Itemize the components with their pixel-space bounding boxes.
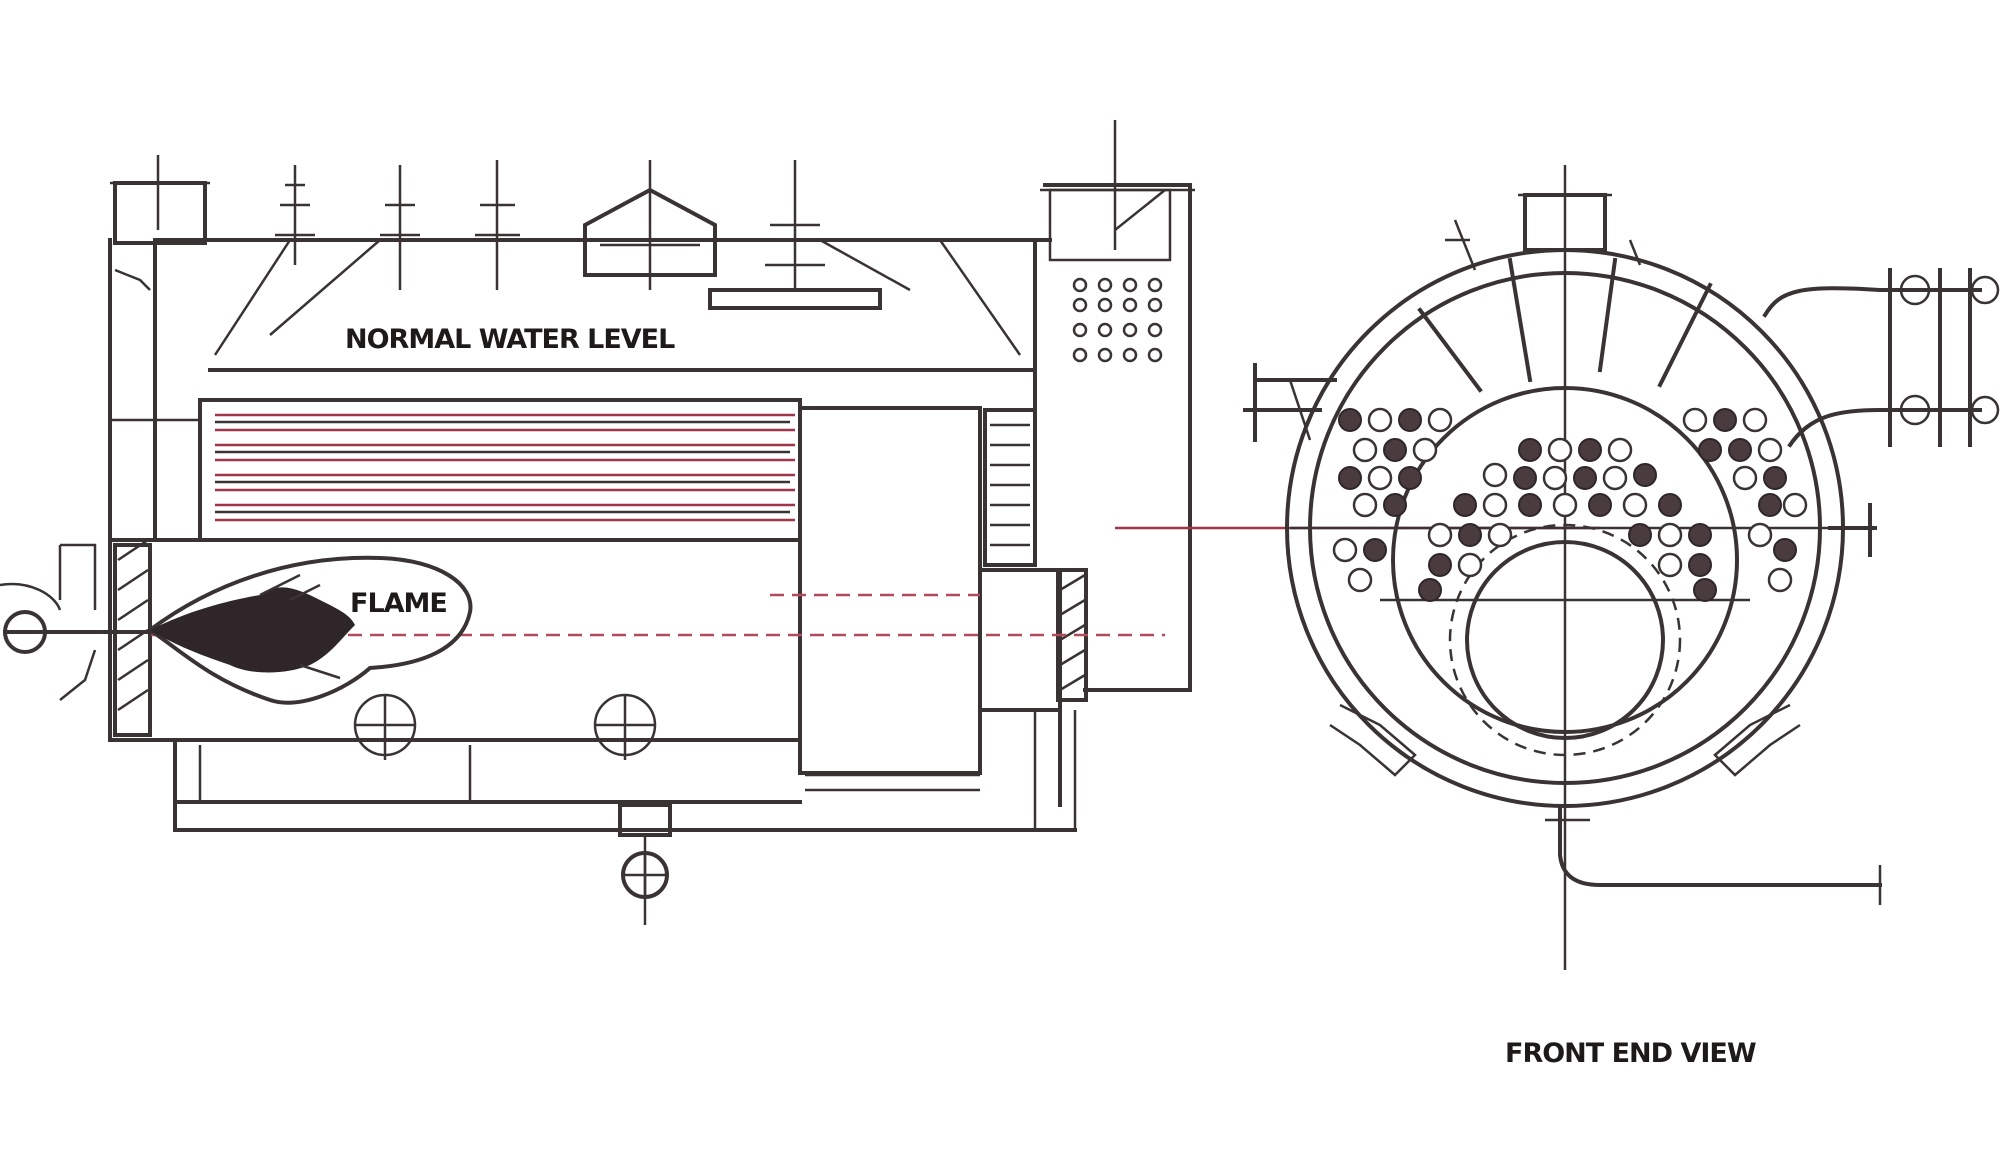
blowdown-pipe	[1545, 806, 1882, 905]
fire-tubes	[1332, 407, 1808, 602]
tube-bank	[198, 398, 802, 542]
front-view-crosshair	[1290, 165, 1850, 970]
smokebox-holes	[1072, 277, 1163, 363]
stay-bars-inner	[269, 238, 911, 336]
radial-stays	[1417, 219, 1713, 393]
stay-bars	[213, 239, 1022, 356]
side-view	[0, 120, 1600, 925]
steam-pipe	[708, 288, 882, 310]
side-fittings	[1243, 268, 2000, 557]
front-end-view	[1243, 165, 2000, 970]
rear-smokebox	[1040, 120, 1195, 692]
furnace	[108, 538, 1165, 742]
top-valves	[275, 160, 825, 290]
front-stack	[110, 155, 210, 291]
normal-water-level-label: NORMAL WATER LEVEL	[345, 324, 675, 355]
flame-label: FLAME	[350, 588, 447, 619]
inspection-manholes	[353, 693, 657, 760]
drain-valve	[618, 803, 672, 925]
front-end-view-label: FRONT END VIEW	[1505, 1038, 1756, 1069]
flame	[146, 555, 473, 705]
base-frame	[173, 710, 1077, 832]
bottom-saddles	[1329, 703, 1801, 777]
burner	[0, 543, 152, 701]
combustion-chamber	[798, 406, 1088, 807]
